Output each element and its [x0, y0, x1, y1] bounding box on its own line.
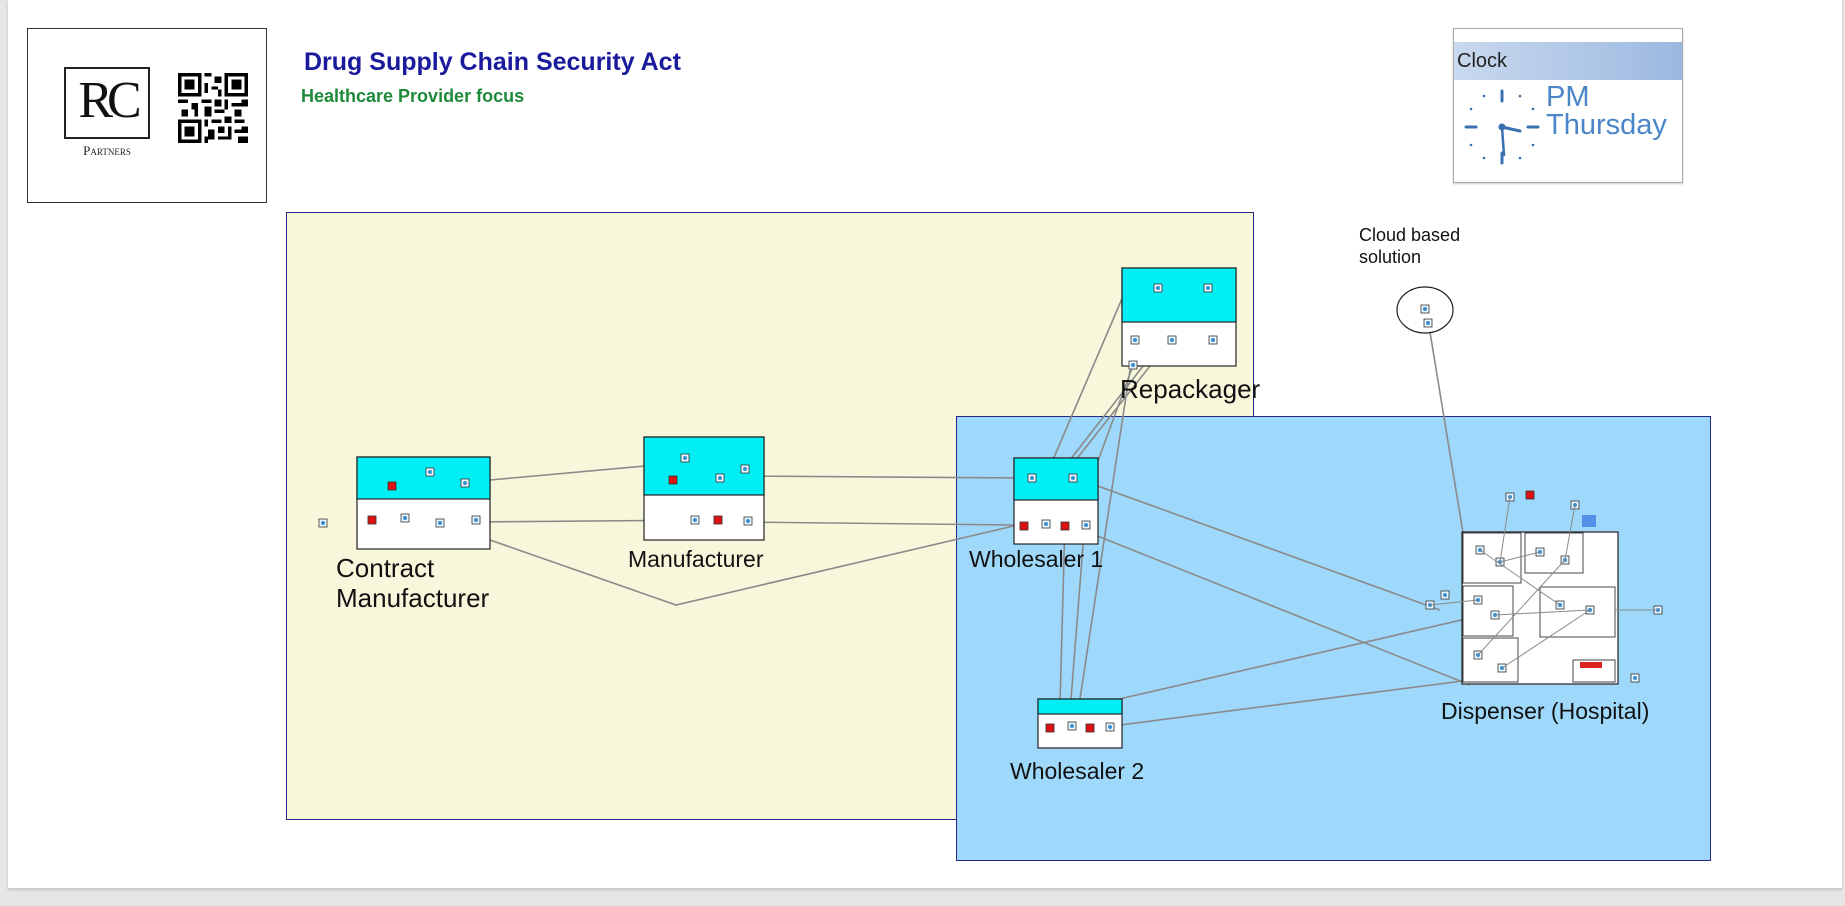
analog-clock-icon: [1464, 89, 1540, 165]
page-title: Drug Supply Chain Security Act: [304, 48, 681, 76]
node-repackager: [1121, 267, 1237, 370]
clock-ampm: PM: [1546, 81, 1590, 113]
rc-partners-logo: RC: [64, 67, 150, 139]
connectors: [469, 279, 1471, 726]
clock-widget: Clock PM Thursday: [1453, 28, 1683, 183]
logo-panel: RC Partners: [27, 28, 267, 203]
label-wholesaler-1: Wholesaler 1: [969, 546, 1104, 572]
clock-title: Clock: [1454, 42, 1682, 80]
page-subtitle: Healthcare Provider focus: [301, 86, 525, 106]
qr-code-icon: [178, 73, 248, 143]
node-contract-manufacturer: [318, 456, 491, 550]
label-wholesaler-2: Wholesaler 2: [1010, 758, 1145, 784]
node-wholesaler-1: [1013, 457, 1099, 545]
label-repackager: Repackager: [1120, 374, 1261, 404]
label-contract-manufacturer: Contract Manufacturer: [336, 553, 490, 613]
label-manufacturer: Manufacturer: [628, 546, 764, 572]
node-cloud-solution: [1396, 286, 1454, 334]
node-manufacturer: [643, 436, 765, 541]
clock-day: Thursday: [1546, 109, 1667, 141]
node-dispenser-hospital: [1425, 490, 1663, 685]
logo-caption: Partners: [83, 143, 131, 158]
label-cloud-solution: Cloud based solution: [1359, 225, 1461, 267]
label-dispenser-hospital: Dispenser (Hospital): [1441, 698, 1650, 724]
node-wholesaler-2: [1037, 698, 1123, 749]
